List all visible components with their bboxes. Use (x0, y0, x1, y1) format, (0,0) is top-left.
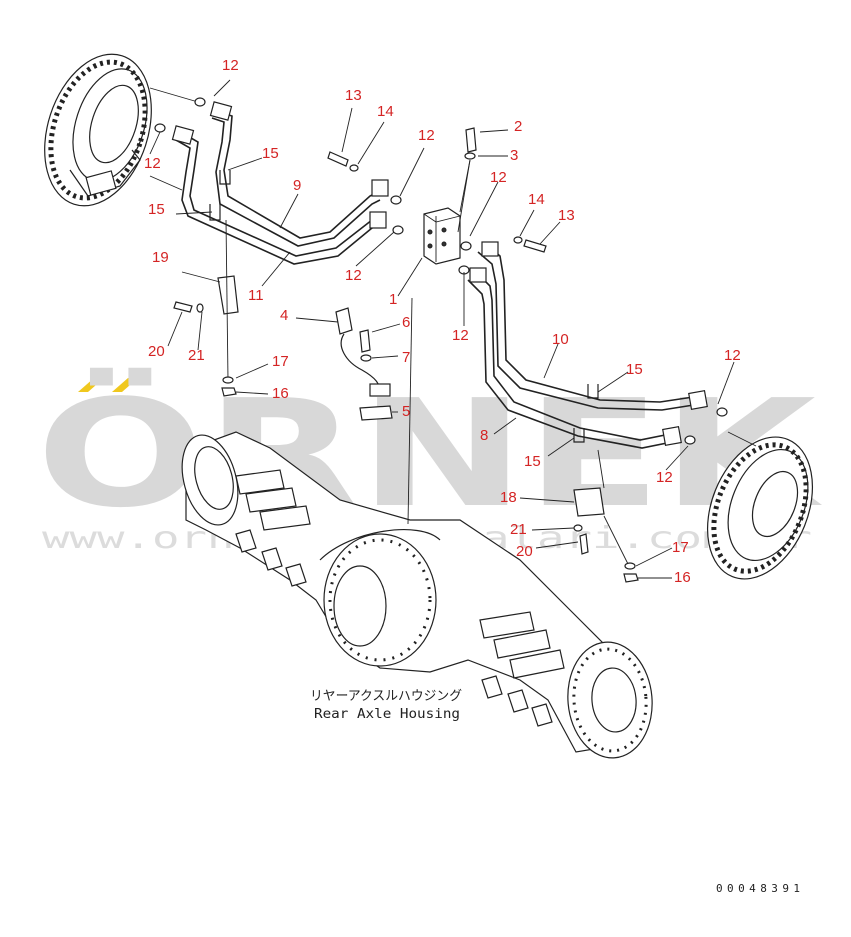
callout-13: 13 (558, 207, 575, 224)
callout-16: 16 (674, 569, 691, 586)
callout-9: 9 (293, 177, 301, 194)
callout-12: 12 (724, 347, 741, 364)
caption-english: Rear Axle Housing (314, 707, 460, 722)
callout-12: 12 (418, 127, 435, 144)
callout-12: 12 (345, 267, 362, 284)
callout-14: 14 (377, 103, 394, 120)
callout-20: 20 (148, 343, 165, 360)
callout-15: 15 (626, 361, 643, 378)
callout-17: 17 (672, 539, 689, 556)
rear-axle-housing (181, 159, 653, 759)
right-brake-housing (706, 431, 814, 580)
callout-12: 12 (452, 327, 469, 344)
callout-12: 12 (144, 155, 161, 172)
callout-7: 7 (402, 349, 410, 366)
left-brake-housing (44, 53, 199, 207)
callout-16: 16 (272, 385, 289, 402)
drawing-reference-number: 00048391 (716, 882, 800, 895)
callout-20: 20 (516, 543, 533, 560)
callout-14: 14 (528, 191, 545, 208)
callout-10: 10 (552, 331, 569, 348)
watermark-accent-left (78, 378, 104, 392)
callout-3: 3 (510, 147, 518, 164)
callout-18: 18 (500, 489, 517, 506)
callout-21: 21 (188, 347, 205, 364)
center-parts (154, 97, 728, 583)
callouts: 12 12 13 14 12 2 3 15 9 12 14 13 15 19 1… (144, 57, 741, 586)
caption-japanese: リヤーアクスルハウジング (310, 689, 462, 704)
callout-5: 5 (402, 403, 410, 420)
callout-13: 13 (345, 87, 362, 104)
callout-19: 19 (152, 249, 169, 266)
callout-17: 17 (272, 353, 289, 370)
callout-15: 15 (262, 145, 279, 162)
callout-12: 12 (490, 169, 507, 186)
caption: リヤーアクスルハウジング Rear Axle Housing (310, 689, 462, 722)
watermark-accent-right (112, 378, 138, 392)
callout-12: 12 (222, 57, 239, 74)
leader-lines (149, 79, 735, 579)
callout-11: 11 (248, 287, 264, 304)
callout-6: 6 (402, 314, 410, 331)
callout-2: 2 (514, 118, 522, 135)
callout-1: 1 (389, 291, 397, 308)
callout-15: 15 (524, 453, 541, 470)
callout-12: 12 (656, 469, 673, 486)
callout-8: 8 (480, 427, 488, 444)
callout-15: 15 (148, 201, 165, 218)
callout-4: 4 (280, 307, 288, 324)
callout-21: 21 (510, 521, 527, 538)
